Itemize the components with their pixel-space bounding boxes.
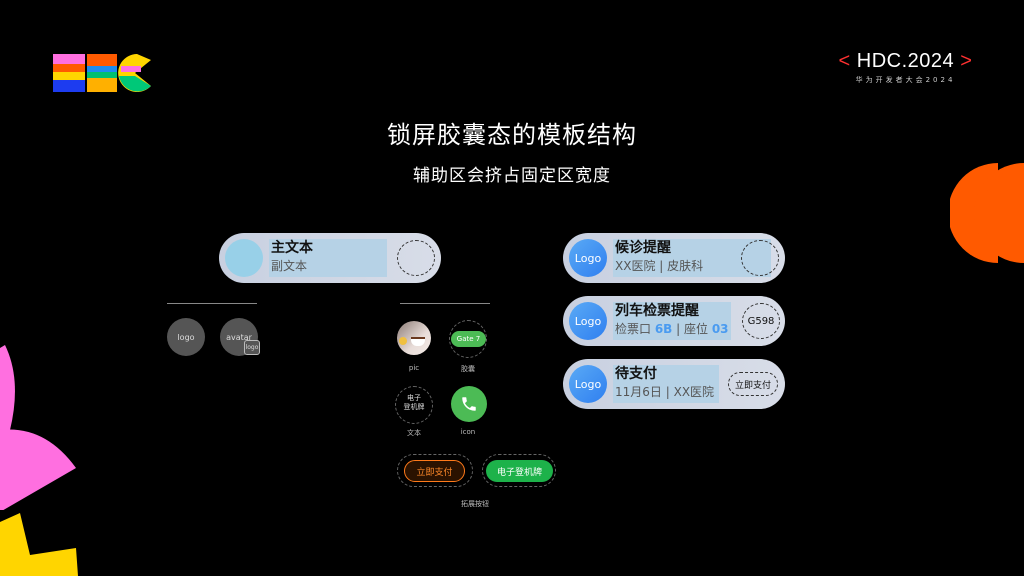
logo-option: logo: [167, 318, 205, 356]
template-text-area: 主文本 副文本: [269, 239, 387, 277]
example-main-text: 列车检票提醒: [615, 303, 699, 319]
example-sub-text: XX医院 | 皮肤科: [615, 259, 704, 273]
example-capsule-payment: Logo 待支付 11月6日 | XX医院 立即支付: [563, 359, 785, 409]
pay-button[interactable]: 立即支付: [404, 460, 465, 482]
example-aux-placeholder: [741, 240, 779, 276]
extended-button-label: 拓展按钮: [461, 500, 489, 508]
flower-icon: [399, 337, 407, 345]
pay-button-label: 立即支付: [416, 467, 453, 478]
gate-capsule-text: Gate 7: [456, 335, 481, 343]
capsule-option-ring: [449, 320, 487, 358]
example-logo: Logo: [569, 239, 607, 277]
text-option-line1: 电子: [407, 394, 421, 402]
text-option-ring: [395, 386, 433, 424]
text-option-line2: 登机牌: [403, 403, 425, 411]
phone-icon: [462, 397, 476, 411]
gate-capsule-option: Gate 7: [451, 331, 486, 347]
example-logo: Logo: [569, 302, 607, 340]
pay-button-ring: [397, 454, 473, 487]
hdc-logo: [53, 54, 151, 92]
text-option-label: 文本: [407, 429, 421, 437]
pic-option: [397, 321, 431, 355]
template-logo-placeholder: [225, 239, 263, 277]
aux-options-divider: [400, 303, 490, 304]
event-title: < HDC.2024 >: [838, 50, 973, 72]
example-main-text: 候诊提醒: [615, 240, 671, 256]
cup-icon: [411, 337, 425, 346]
left-options-divider: [167, 303, 257, 304]
event-brand: < HDC.2024 > 华为开发者大会2024: [838, 50, 973, 85]
boarding-button-label: 电子登机牌: [496, 467, 542, 478]
example-text-area: 列车检票提醒 检票口 6B | 座位 03: [613, 302, 731, 340]
template-aux-placeholder: [397, 240, 435, 276]
decor-orange-shape: [950, 163, 1024, 263]
pic-option-label: pic: [408, 364, 420, 372]
decor-pink-shape: [0, 345, 76, 510]
decor-yellow-shape: [0, 513, 78, 576]
example-sub-text: 11月6日 | XX医院: [615, 385, 715, 399]
page-title: 锁屏胶囊态的模板结构: [387, 121, 637, 149]
avatar-logo-badge: logo: [244, 340, 260, 355]
example-main-text: 待支付: [615, 366, 657, 382]
pay-now-aux-button[interactable]: 立即支付: [728, 372, 778, 396]
boarding-pass-button[interactable]: 电子登机牌: [486, 460, 553, 482]
example-capsule-train: Logo 列车检票提醒 检票口 6B | 座位 03 G598: [563, 296, 785, 346]
capsule-option-label: 胶囊: [461, 365, 475, 373]
template-main-text: 主文本: [271, 240, 313, 256]
example-sub-text: 检票口 6B | 座位 03: [615, 322, 729, 336]
train-number-aux: G598: [742, 303, 780, 339]
example-capsule-clinic: Logo 候诊提醒 XX医院 | 皮肤科: [563, 233, 785, 283]
template-sub-text: 副文本: [271, 259, 308, 273]
phone-icon-option: [451, 386, 487, 422]
page-subtitle: 辅助区会挤占固定区宽度: [413, 166, 611, 186]
example-text-area: 待支付 11月6日 | XX医院: [613, 365, 719, 403]
boarding-button-ring: [482, 454, 556, 487]
template-capsule: 主文本 副文本: [219, 233, 441, 283]
text-option-content: 电子 登机牌: [395, 394, 433, 412]
logo-option-label: logo: [177, 332, 195, 342]
icon-option-label: icon: [460, 428, 476, 436]
avatar-option-label: avatar: [226, 332, 252, 342]
example-logo: Logo: [569, 365, 607, 403]
event-subtitle: 华为开发者大会2024: [855, 76, 956, 84]
